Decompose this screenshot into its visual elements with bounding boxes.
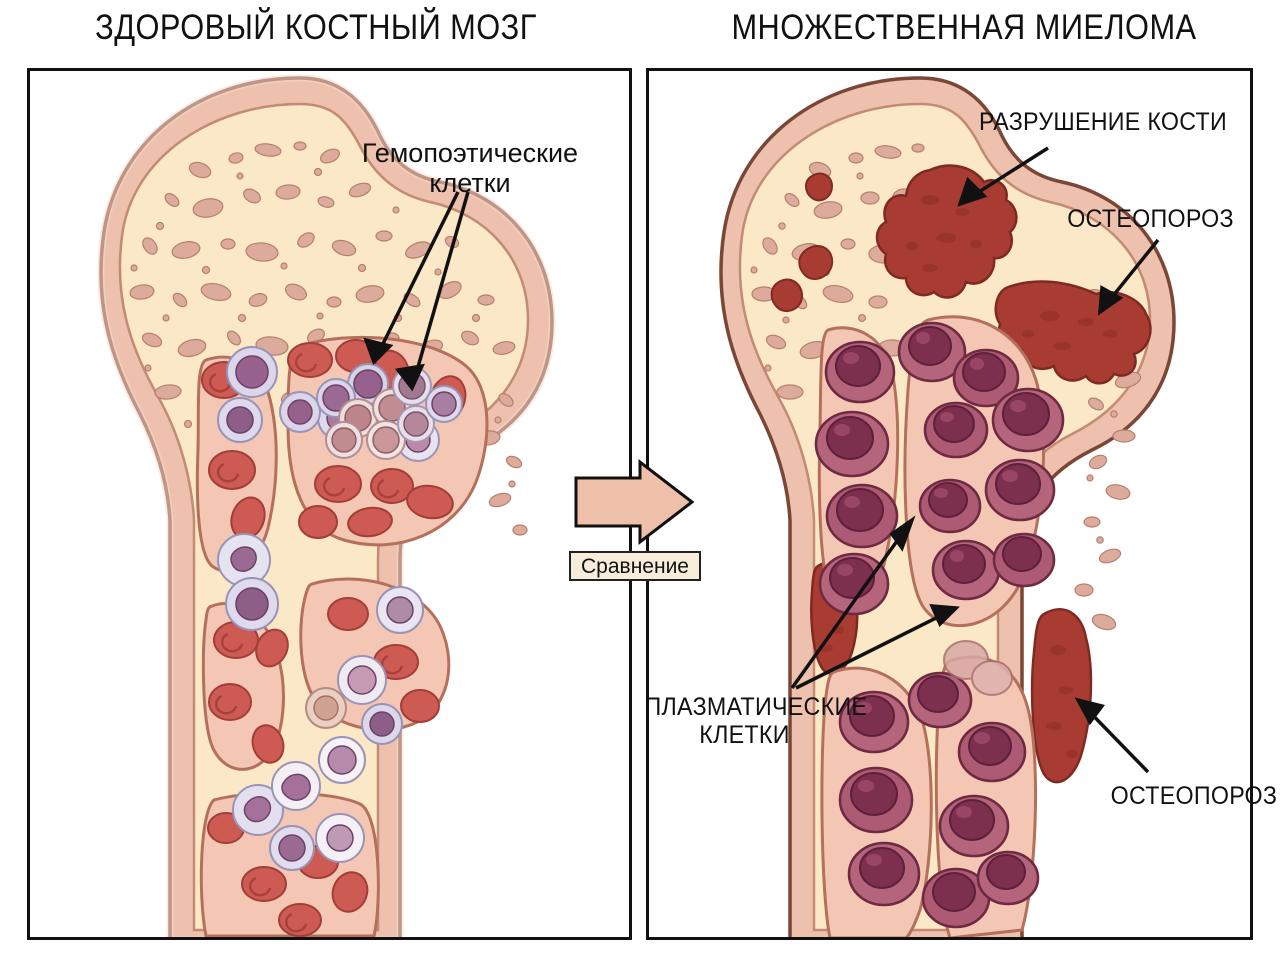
label-plasma-cells: ПЛАЗМАТИЧЕСКИЕ КЛЕТКИ [644, 693, 868, 749]
panel-healthy-marrow [27, 68, 632, 940]
label-hematopoietic-cells: Гемопоэтические клетки [361, 138, 579, 199]
label-osteoporosis-bottom: ОСТЕОПОРОЗ [1110, 782, 1278, 810]
panel-title-healthy: ЗДОРОВЫЙ КОСТНЫЙ МОЗГ [95, 8, 537, 47]
label-bone-destruction: РАЗРУШЕНИЕ КОСТИ [978, 108, 1228, 136]
label-osteoporosis-top: ОСТЕОПОРОЗ [1067, 205, 1234, 233]
panel-title-myeloma: МНОЖЕСТВЕННАЯ МИЕЛОМА [731, 8, 1197, 47]
comparison-box-label: Сравнение [569, 551, 701, 581]
